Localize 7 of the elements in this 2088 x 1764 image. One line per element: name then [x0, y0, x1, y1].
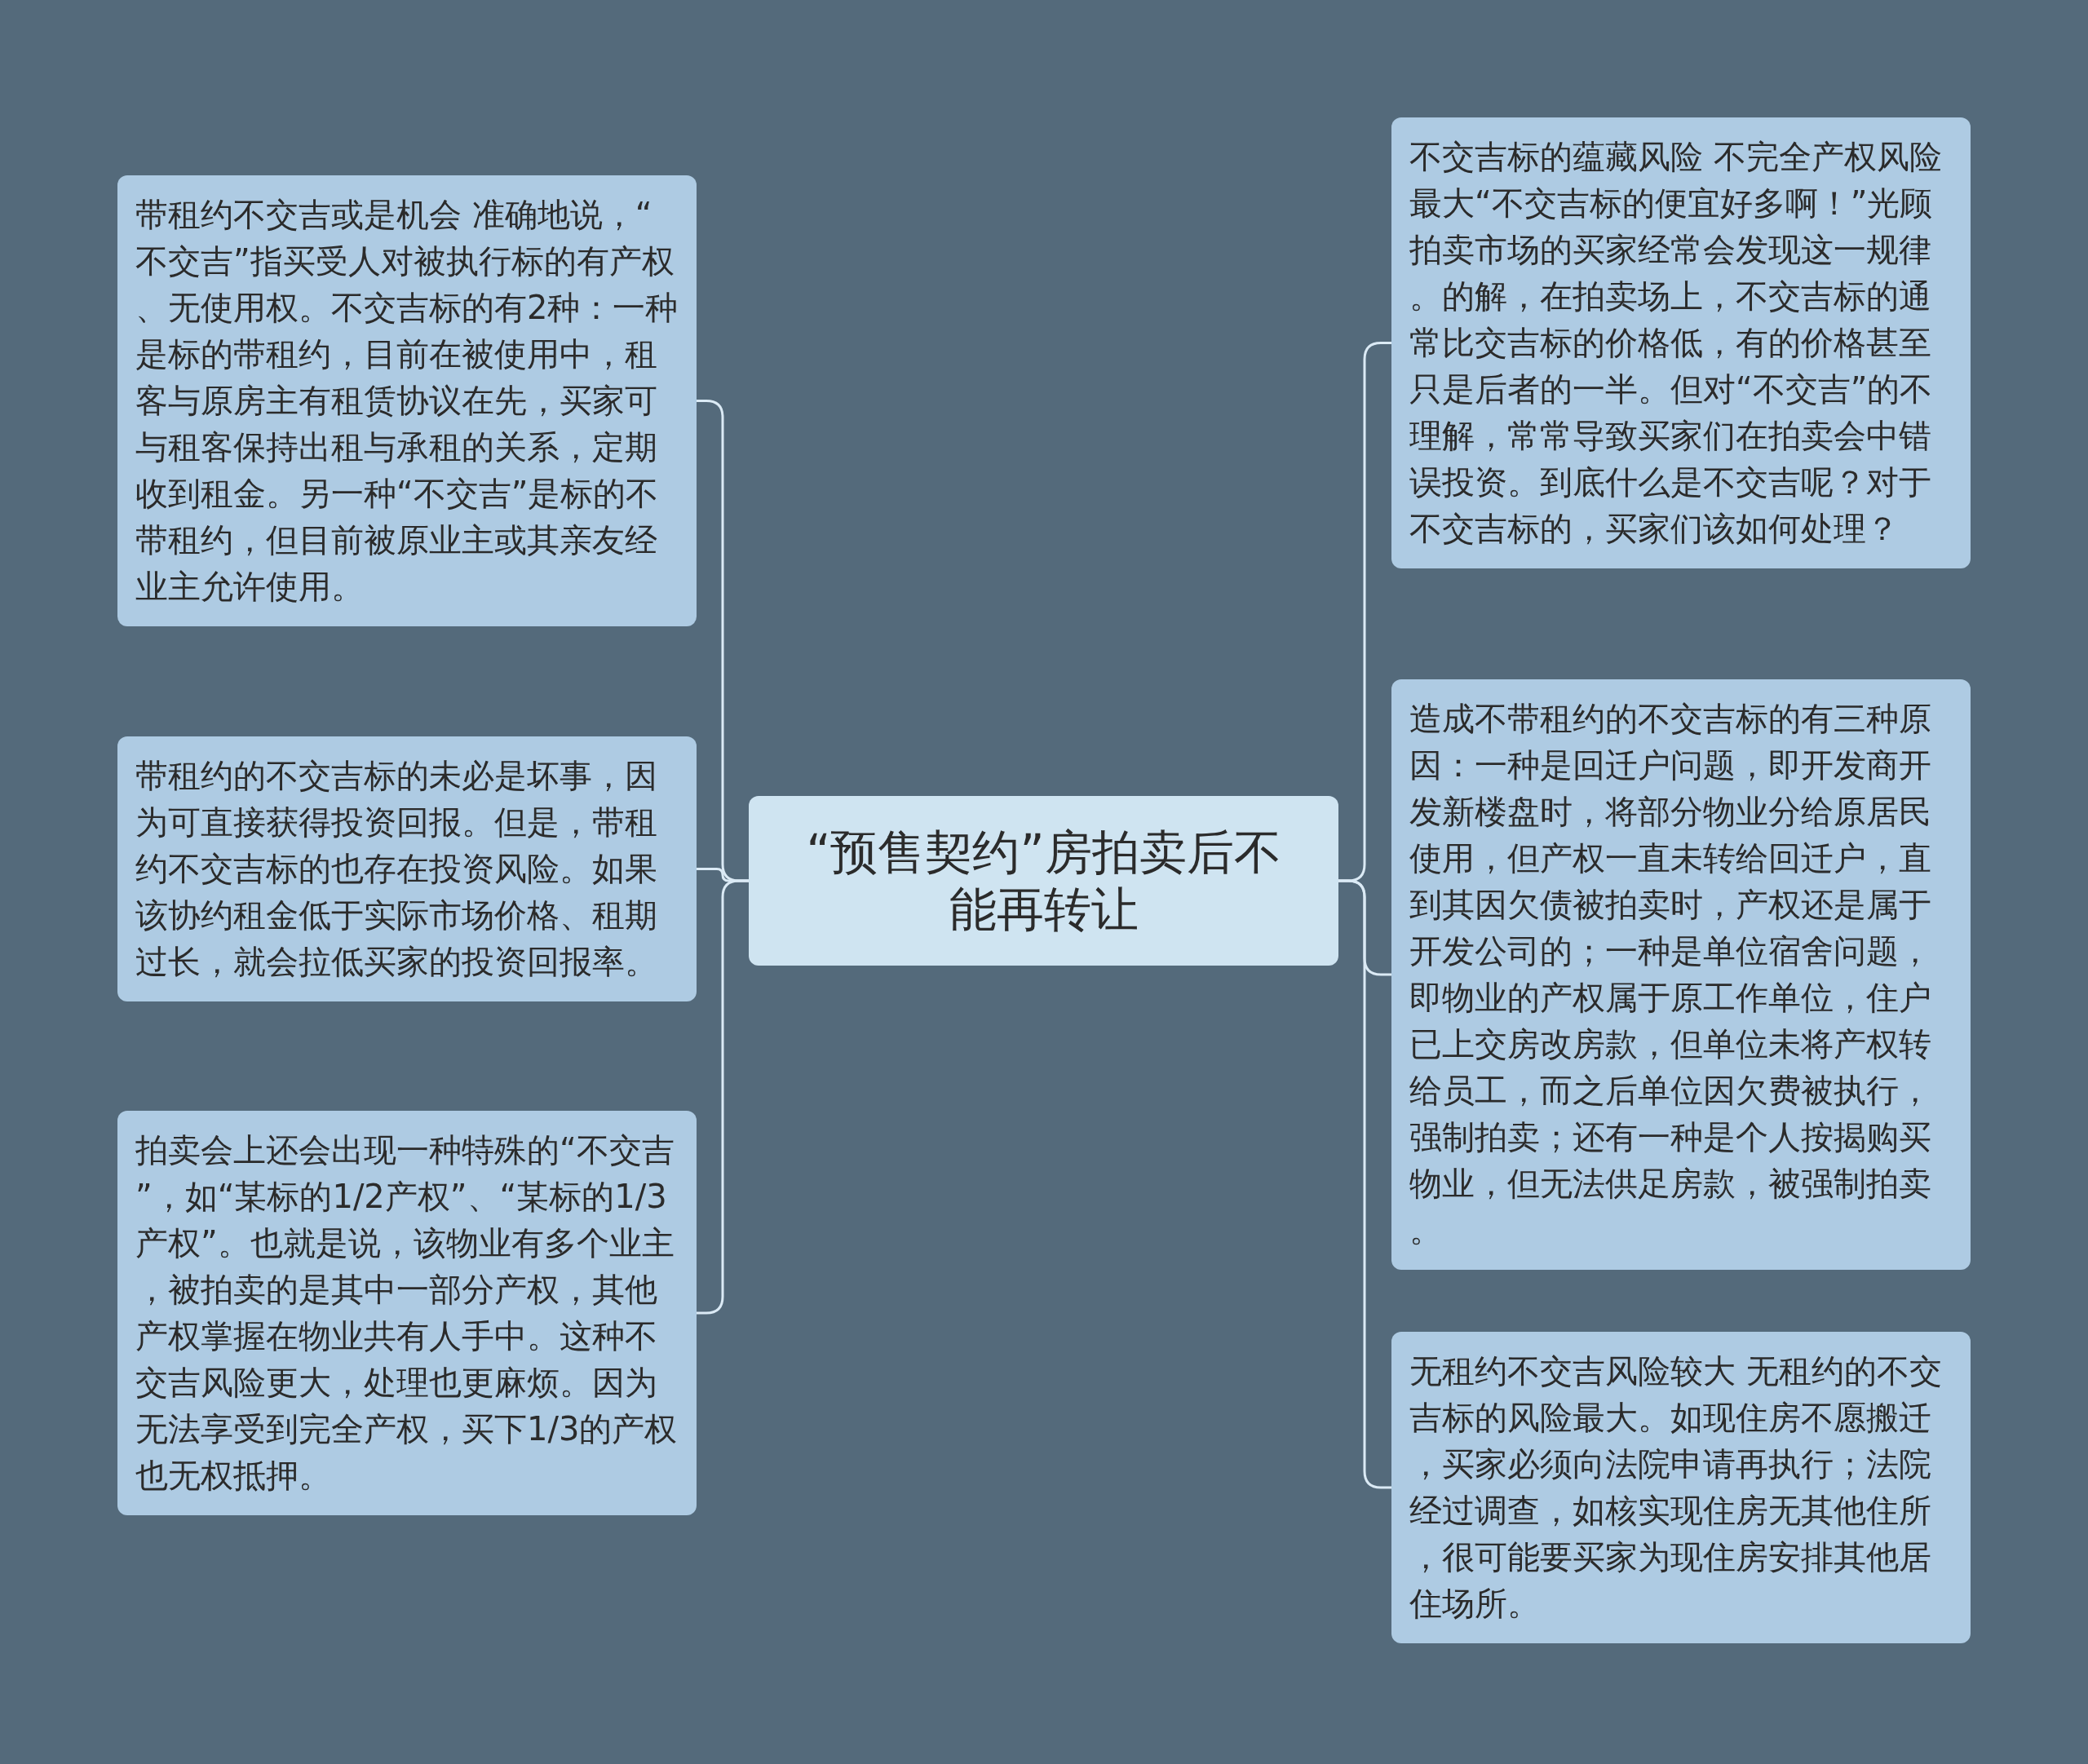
text-box: 拍卖会上还会出现一种特殊的“不交吉”，如“某标的1/2产权”、“某标的1/3产权”。也就是说，该物业有多个业主，被拍卖的是其中一部分产权，其他产权掌握在物业共有人手中。这种不交吉风险更大，处理也更麻烦。因为无法享受到完全产权，买下1/3的产权也无权抵押。 [117, 1111, 697, 1515]
topic-box: “预售契约”房拍卖后不能再转让 [749, 796, 1338, 966]
text-box: 带租约的不交吉标的未必是坏事，因为可直接获得投资回报。但是，带租约不交吉标的也存在投资风险。如果该协约租金低于实际市场价格、租期过长，就会拉低买家的投资回报率。 [117, 736, 697, 1001]
text-box: 造成不带租约的不交吉标的有三种原因：一种是回迁户问题，即开发商开发新楼盘时，将部分物业分给原居民使用，但产权一直未转给回迁户，直到其因欠债被拍卖时，产权还是属于开发公司的；一种是单位宿舍问题，即物业的产权属于原工作单位，住户已上交房改房款，但单位未将产权转给员工，而之后单位因欠费被执行，强制拍卖；还有一种是个人按揭购买物业，但无法供足房款，被强制拍卖。 [1391, 679, 1971, 1270]
text-box: 无租约不交吉风险较大 无租约的不交吉标的风险最大。如现住房不愿搬迁，买家必须向法院申请再执行；法院经过调查，如核实现住房无其他住所，很可能要买家为现住房安排其他居住场所。 [1391, 1332, 1971, 1643]
text-box: 带租约不交吉或是机会 准确地说，“不交吉”指买受人对被执行标的有产权、无使用权。不交吉标的有2种：一种是标的带租约，目前在被使用中，租客与原房主有租赁协议在先，买家可与租客保持出租与承租的关系，定期收到租金。另一种“不交吉”是标的不带租约，但目前被原业主或其亲友经业主允许使用。 [117, 175, 697, 626]
text-box: 不交吉标的蕴藏风险 不完全产权风险最大“不交吉标的便宜好多啊！”光顾拍卖市场的买家经常会发现这一规律。的解，在拍卖场上，不交吉标的通常比交吉标的价格低，有的价格甚至只是后者的一半。但对“不交吉”的不理解，常常导致买家们在拍卖会中错误投资。到底什么是不交吉呢？对于不交吉标的，买家们该如何处理？ [1391, 117, 1971, 568]
